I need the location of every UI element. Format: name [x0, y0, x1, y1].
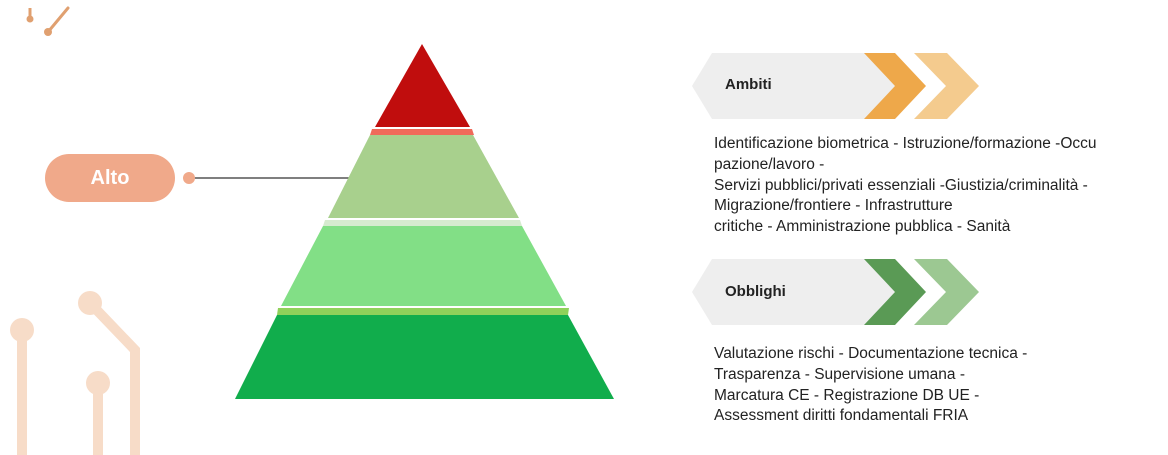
level-connector-dot — [183, 172, 195, 184]
circuit-nodes — [10, 291, 110, 395]
obblighi-line: Marcatura CE - Registrazione DB UE - — [714, 386, 980, 404]
ambiti-line: pazione/lavoro - — [714, 155, 825, 173]
pyramid-tier-base — [235, 315, 614, 399]
obblighi-line: Assessment diritti fondamentali FRIA — [714, 407, 969, 425]
obblighi-line: Valutazione rischi - Documentazione tecn… — [714, 345, 1028, 362]
obblighi-chevron-arrow-2 — [914, 259, 979, 325]
top-circuit-decoration — [26, 6, 70, 36]
ambiti-line: Servizi pubblici/privati essenziali -Giu… — [714, 176, 1088, 194]
ambiti-title: Ambiti — [725, 76, 772, 93]
pyramid-gap-middle — [323, 220, 522, 226]
ambiti-line: Migrazione/frontiere - Infrastrutture — [714, 197, 953, 215]
ambiti-banner-shape — [692, 53, 902, 119]
risk-level-badge: Alto — [45, 154, 175, 202]
circuit-decoration — [17, 298, 140, 455]
ambiti-line: Identificazione biometrica - Istruzione/… — [714, 135, 1097, 152]
ambiti-chevron-arrow-2 — [914, 53, 979, 119]
pyramid-tier-lower-middle — [281, 226, 566, 306]
pyramid-tier-upper-middle — [328, 135, 519, 218]
obblighi-description: Valutazione rischi - Documentazione tecn… — [714, 344, 1027, 427]
ambiti-chevron-arrow-1 — [864, 53, 926, 119]
pyramid-gap-top — [370, 129, 474, 135]
ambiti-description: Identificazione biometrica - Istruzione/… — [714, 134, 1097, 238]
ambiti-line: critiche - Amministrazione pubblica - Sa… — [714, 218, 1011, 236]
pyramid-gap-bottom — [277, 308, 569, 315]
obblighi-banner-shape — [692, 259, 902, 325]
obblighi-line: Trasparenza - Supervisione umana - — [714, 365, 965, 383]
pyramid-tier-top — [375, 44, 470, 127]
obblighi-chevron-arrow-1 — [864, 259, 926, 325]
obblighi-title: Obblighi — [725, 283, 786, 300]
